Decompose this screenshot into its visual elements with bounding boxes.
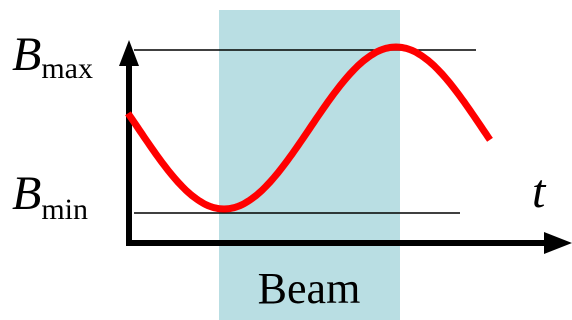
y-axis-arrowhead bbox=[119, 40, 139, 66]
bmax-subscript: max bbox=[41, 52, 93, 85]
bmax-label: Bmax bbox=[12, 28, 93, 85]
bmin-letter: B bbox=[12, 167, 41, 220]
x-axis-arrowhead bbox=[544, 232, 572, 254]
bmin-subscript: min bbox=[41, 193, 88, 226]
beam-label: Beam bbox=[258, 264, 361, 313]
bmin-label: Bmin bbox=[12, 167, 88, 226]
axes bbox=[119, 40, 572, 254]
bmax-letter: B bbox=[12, 28, 41, 81]
t-axis-label: t bbox=[532, 165, 547, 218]
beam-band bbox=[219, 10, 400, 320]
field-curve bbox=[125, 43, 493, 213]
